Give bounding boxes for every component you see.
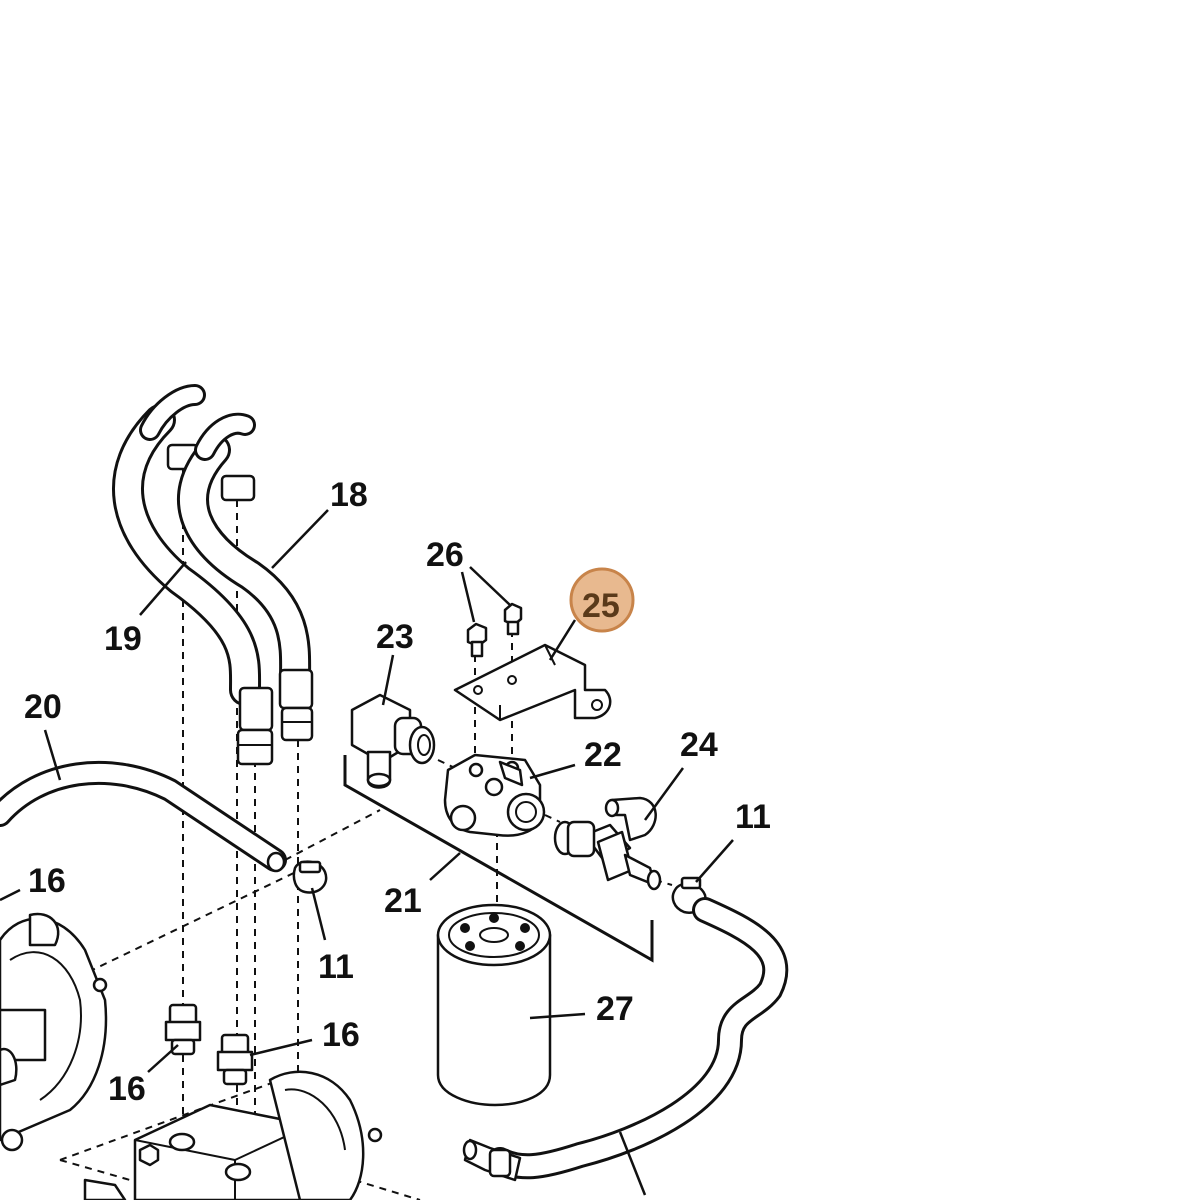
frame-21 [343, 755, 654, 963]
callout-19[interactable]: 19 [104, 620, 142, 658]
callout-27[interactable]: 27 [596, 990, 634, 1028]
callout-20[interactable]: 20 [24, 688, 62, 726]
pump-housing [0, 912, 108, 1152]
callout-21[interactable]: 21 [384, 882, 422, 920]
valve-block [83, 1070, 383, 1200]
filter-27 [436, 903, 552, 1107]
fitting-23 [350, 693, 436, 789]
callout-16-bottom[interactable]: 16 [108, 1070, 146, 1108]
callout-11-left[interactable]: 11 [318, 948, 354, 986]
callout-24[interactable]: 24 [680, 726, 718, 764]
hose-18 [177, 412, 314, 742]
clamp-11-left [292, 860, 328, 894]
bracket-25 [453, 643, 612, 722]
hose-19 [112, 384, 274, 766]
callout-16-right[interactable]: 16 [322, 1016, 360, 1054]
hose-20 [0, 760, 287, 873]
callout-18[interactable]: 18 [330, 476, 368, 514]
callout-23[interactable]: 23 [376, 618, 414, 656]
fitting-16-a [164, 1003, 202, 1056]
filter-head-22 [443, 753, 546, 837]
fitting-16-b [216, 1033, 254, 1086]
callout-22[interactable]: 22 [584, 736, 622, 774]
callout-11-right[interactable]: 11 [735, 798, 771, 836]
bolts-26 [466, 602, 523, 658]
callout-25[interactable]: 25 [582, 587, 620, 625]
elbow-24 [553, 796, 662, 891]
leader-lines [0, 509, 734, 1196]
return-hose [462, 897, 789, 1182]
callout-labels: 18 19 20 26 25 23 22 24 11 11 16 16 16 2… [24, 476, 771, 1108]
callout-26[interactable]: 26 [426, 536, 464, 574]
callout-25-highlight [569, 567, 635, 633]
callout-16-left[interactable]: 16 [28, 862, 66, 900]
